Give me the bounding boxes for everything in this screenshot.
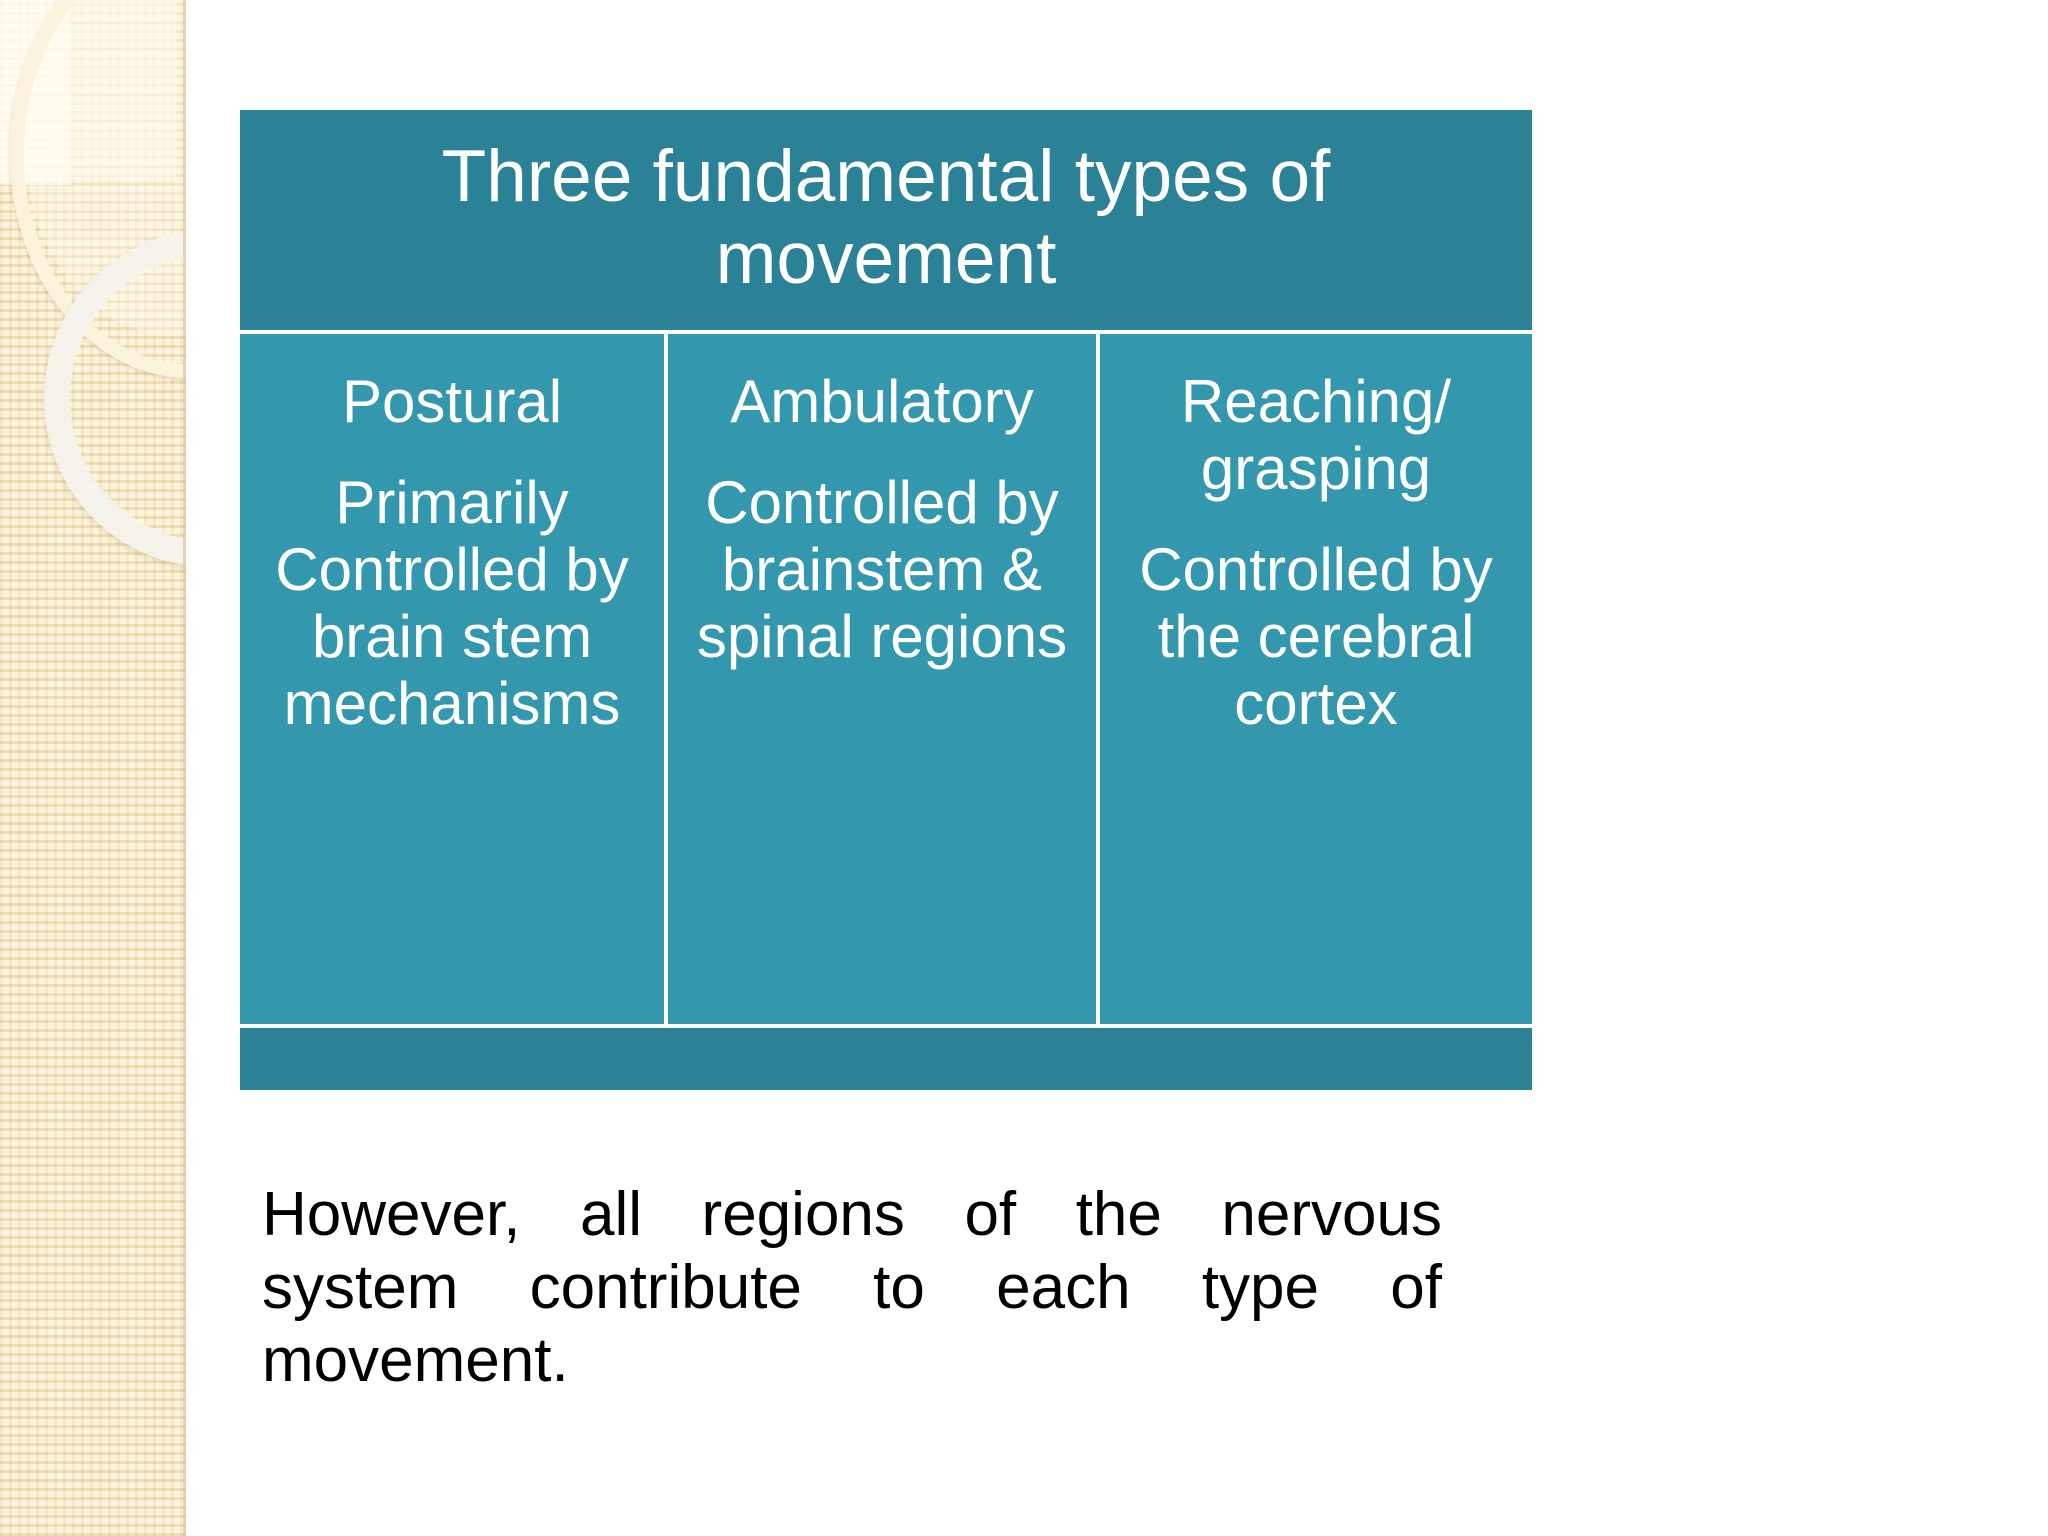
- sidebar-edge-divider: [183, 0, 186, 1536]
- table-header-row: Three fundamental types of movement: [240, 110, 1532, 330]
- table-cell-reaching-grasping-description: Controlled by the cerebral cortex: [1139, 535, 1493, 738]
- table-cell-ambulatory-title: Ambulatory: [730, 367, 1034, 435]
- table-cell-postural: Postural Primarily Controlled by brain s…: [240, 333, 664, 1024]
- table-cell-ambulatory: Ambulatory Controlled by brainstem & spi…: [668, 333, 1096, 1024]
- table-cell-reaching-grasping-title: Reaching/ grasping: [1180, 367, 1452, 502]
- table-body-row: Postural Primarily Controlled by brain s…: [240, 329, 1532, 1024]
- decorative-sidebar: [0, 0, 186, 1536]
- table-cell-postural-title: Postural: [341, 367, 563, 435]
- note-paragraph: However, all regions of the nervous syst…: [262, 1180, 1442, 1396]
- table-cell-postural-description: Primarily Controlled by brain stem mecha…: [275, 468, 629, 738]
- movement-types-table: Three fundamental types of movement Post…: [240, 110, 1532, 1090]
- table-footer-row: [240, 1027, 1532, 1090]
- table-cell-reaching-grasping: Reaching/ grasping Controlled by the cer…: [1100, 333, 1532, 1024]
- table-cell-ambulatory-description: Controlled by brainstem & spinal regions: [696, 468, 1068, 671]
- table-title: Three fundamental types of movement: [441, 136, 1331, 299]
